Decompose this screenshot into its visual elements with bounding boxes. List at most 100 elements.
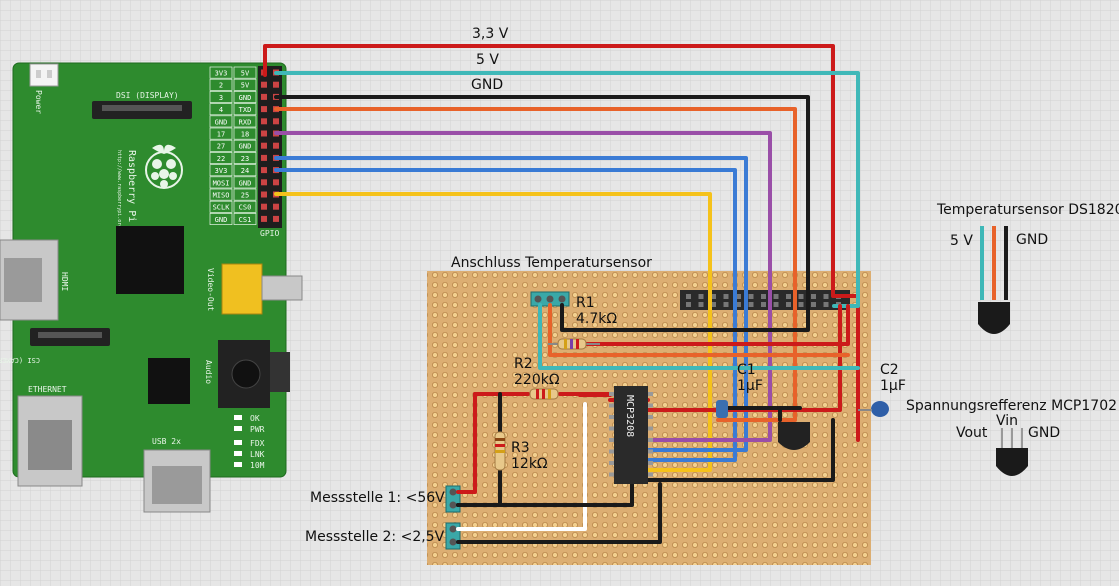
- gpio-pin-label-cell: [209, 152, 233, 164]
- gpio-pin: [261, 167, 267, 174]
- gpio-pin: [261, 203, 267, 210]
- wire-yellow: [274, 192, 712, 302]
- raspberry-logo: [145, 144, 183, 189]
- ic-pin: [648, 426, 653, 431]
- gpio-pin-label-cell: [233, 176, 257, 189]
- gpio-pin-label: 27: [217, 143, 225, 151]
- gpio-pin-label-cell: [233, 152, 257, 164]
- legend-vref-vin: Vin: [996, 413, 1018, 429]
- rail-label-3v3: 3,3 V: [472, 26, 509, 42]
- audio-label: Audio: [204, 360, 213, 384]
- r1-value: 4.7kΩ: [576, 311, 617, 327]
- ic-pin: [609, 403, 614, 408]
- board-header-pin: [698, 302, 704, 307]
- r2-name: R2: [514, 356, 533, 372]
- gpio-pin: [273, 142, 279, 149]
- gpio-pin-label: 5V: [241, 70, 250, 78]
- gpio-pin-label-cell: [233, 91, 257, 103]
- gpio-pin-label: 3: [219, 94, 223, 102]
- gpio-pin-label: GND: [239, 94, 252, 102]
- gpio-pin: [261, 142, 267, 149]
- gpio-pin: [273, 203, 279, 210]
- components: R1 4.7kΩ R2 220kΩ R3 12kΩ MCP3208: [305, 295, 906, 545]
- hdmi-label: HDMI: [60, 272, 69, 291]
- ethernet-label: ETHERNET: [28, 385, 67, 394]
- ic-label: MCP3208: [624, 395, 635, 437]
- board-header-pin: [711, 294, 716, 299]
- usb-label: USB 2x: [152, 437, 181, 446]
- ic-pin: [609, 426, 614, 431]
- r3-name: R3: [511, 440, 530, 456]
- gpio-pin-label: GND: [215, 216, 228, 224]
- resistor-r1: [548, 338, 600, 350]
- gpio-pin: [261, 81, 267, 88]
- gpio-pin: [261, 93, 267, 100]
- gpio-pin-label: 24: [241, 167, 249, 175]
- capacitor-c1: [716, 400, 728, 418]
- legend-ds1820: Temperatursensor DS1820 5 V GND: [936, 202, 1119, 334]
- video-out-connector: [221, 263, 263, 315]
- c2-name: C2: [880, 362, 899, 378]
- messstelle-1-label: Messstelle 1: <56V: [310, 490, 445, 506]
- ic-pin: [609, 415, 614, 419]
- gpio-pin-label-cell: [233, 188, 257, 201]
- gpio-pin: [261, 118, 267, 125]
- raspberry-pi-board: Power DSI (DISPLAY) Raspberry Pi http://…: [0, 62, 303, 513]
- wire-blue-1: [274, 156, 748, 302]
- legend-mcp1702: Spannungsrefferenz MCP1702 Vin Vout GND: [906, 398, 1117, 476]
- gpio-header: [258, 66, 282, 228]
- gpio-pin-label: 3V3: [215, 70, 228, 78]
- board-header-pin: [798, 294, 804, 299]
- ic-pin: [609, 438, 614, 442]
- led-label-pwr: PWR: [250, 425, 265, 434]
- board-header-pin: [748, 294, 754, 299]
- legend-vref-title: Spannungsrefferenz MCP1702: [906, 398, 1117, 414]
- gpio-pin: [261, 130, 267, 137]
- dsi-label: DSI (DISPLAY): [116, 91, 179, 100]
- gpio-pin-label-cell: [233, 78, 257, 91]
- board-header-pin: [786, 294, 791, 299]
- stripboard-title: Anschluss Temperatursensor: [451, 255, 652, 271]
- c1-name: C1: [737, 362, 756, 378]
- gpio-pin-label-cell: [209, 78, 233, 91]
- gpio-pin-label: MISO: [213, 192, 230, 200]
- resistor-r3: [494, 431, 506, 471]
- board-header-pin: [811, 302, 816, 307]
- power-label: Power: [34, 90, 43, 114]
- ic-mcp3208: MCP3208: [609, 386, 653, 484]
- board-header-pin: [723, 302, 729, 307]
- regulator-on-board: [778, 422, 810, 450]
- soc-chip: [116, 226, 184, 294]
- status-leds: OK PWR FDX LNK 10M: [234, 414, 265, 470]
- resistor-r2: [529, 388, 559, 400]
- led-label-10m: 10M: [250, 461, 265, 470]
- gpio-pin-label-cell: [209, 127, 233, 140]
- board-header-pin: [686, 294, 691, 299]
- board-header-pin: [823, 294, 829, 299]
- gpio-pin-label-cell: [233, 200, 257, 213]
- ic-pin: [648, 392, 653, 396]
- gpio-pin-label: GND: [215, 118, 228, 126]
- gpio-pin-label-cell: [209, 164, 233, 177]
- pi-name-label: Raspberry Pi: [126, 150, 137, 222]
- ic-pin: [648, 438, 653, 442]
- gpio-pin: [273, 81, 279, 88]
- board-header-pin: [723, 294, 729, 299]
- ic-pin: [609, 472, 614, 477]
- board-header-pin: [773, 294, 779, 299]
- board-header-pin: [798, 302, 804, 307]
- gpio-pin-label-cell: [209, 188, 233, 201]
- legend-temp-gnd: GND: [1016, 232, 1048, 248]
- gpio-pin-label-cell: [209, 139, 233, 152]
- led-label-ok: OK: [250, 414, 260, 423]
- gpio-pin-label: 18: [241, 131, 249, 139]
- ic-pin: [648, 449, 653, 454]
- ic-pin: [648, 472, 653, 477]
- wire-blue-2: [274, 168, 737, 302]
- pi-url-label: http://www.raspberrypi.org: [116, 150, 122, 228]
- gpio-pin-label: 3V3: [215, 167, 228, 175]
- wire-gnd: [274, 95, 810, 302]
- gpio-pin-label: SCLK: [213, 204, 231, 212]
